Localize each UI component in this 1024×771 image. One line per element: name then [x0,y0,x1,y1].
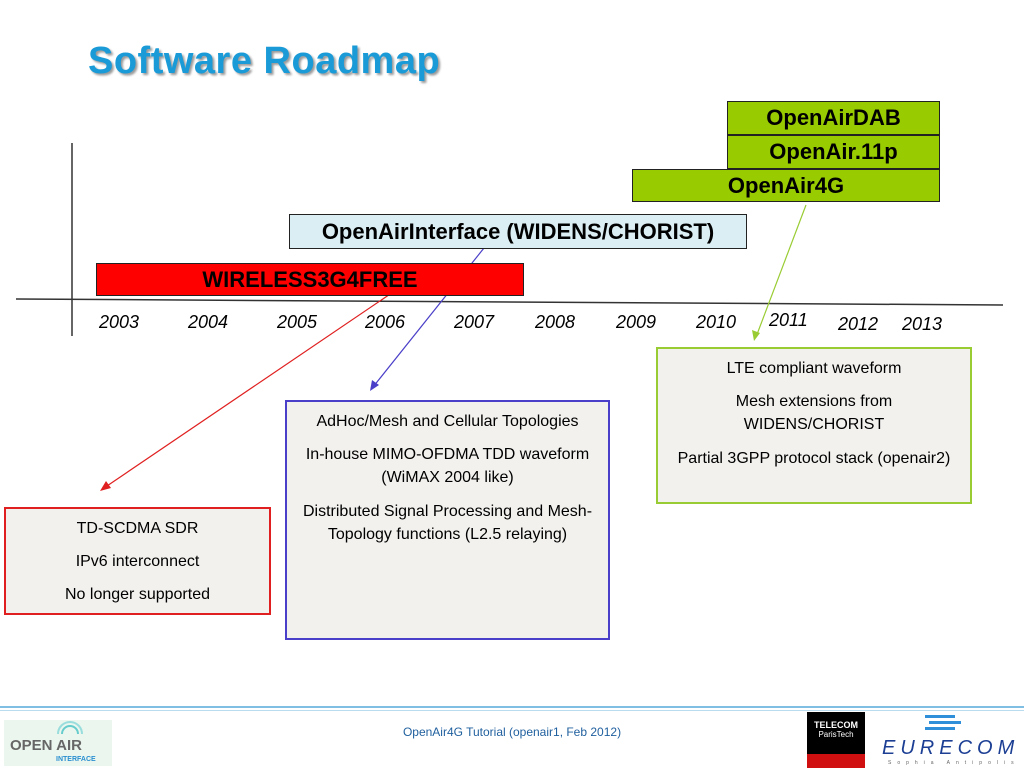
green-arrowhead [752,330,760,341]
telecom-paristech-logo: TELECOM ParisTech [807,712,865,768]
openair4g-details-box: LTE compliant waveform Mesh extensions f… [656,347,972,504]
eurecom-logo: EURECOM [882,737,1020,759]
green-arrow [755,204,807,338]
bar-wireless3g4free: WIRELESS3G4FREE [96,263,524,296]
horizontal-axis [15,298,1004,306]
year-label: 2011 [769,310,808,330]
box-item: In-house MIMO-OFDMA TDD waveform (WiMAX … [305,446,590,487]
bar-openair4g: OpenAir4G [632,169,940,202]
box-item: TD-SCDMA SDR [76,520,199,537]
box-item: Partial 3GPP protocol stack (openair2) [677,449,951,467]
year-label: 2003 [99,312,140,332]
openairinterface-details-box: AdHoc/Mesh and Cellular Topologies In-ho… [285,400,610,640]
footer-divider-thin [0,710,1024,711]
svg-text:INTERFACE: INTERFACE [56,756,96,763]
year-label: 2005 [277,312,318,332]
eurecom-emblem [925,715,961,730]
wireless3g4free-details-box: TD-SCDMA SDR IPv6 interconnect No longer… [4,507,271,615]
year-label: 2006 [365,312,406,332]
svg-text:OPEN AIR: OPEN AIR [10,737,82,754]
box-item: AdHoc/Mesh and Cellular Topologies [316,413,579,430]
eurecom-logo-subtitle: Sophia Antipolis [888,760,1020,766]
blue-arrowhead [370,380,379,391]
year-label: 2009 [616,312,657,332]
openairinterface-logo: OPEN AIR INTERFACE [4,720,112,766]
page-title: Software Roadmap [88,40,441,82]
box-item: No longer supported [65,586,210,604]
bar-openairdab: OpenAirDAB [727,101,940,135]
year-label: 2010 [696,312,737,332]
bar-openair11p: OpenAir.11p [727,135,940,169]
year-label: 2004 [188,312,229,332]
box-item: Mesh extensions from WIDENS/CHORIST [735,393,893,434]
telecom-logo-line2: ParisTech [818,730,854,739]
box-item: Distributed Signal Processing and Mesh-T… [302,502,593,543]
year-label: 2013 [902,314,943,334]
box-item: LTE compliant waveform [726,360,902,377]
footer-text: OpenAir4G Tutorial (openair1, Feb 2012) [402,725,622,739]
year-label: 2008 [535,312,576,332]
year-label: 2012 [838,314,879,334]
year-label: 2007 [454,312,495,332]
bar-openairinterface: OpenAirInterface (WIDENS/CHORIST) [289,214,747,249]
red-arrowhead [100,481,111,491]
red-arrow [103,285,403,489]
footer-divider [0,706,1024,708]
telecom-logo-line1: TELECOM [814,720,858,730]
box-item: IPv6 interconnect [75,553,200,571]
